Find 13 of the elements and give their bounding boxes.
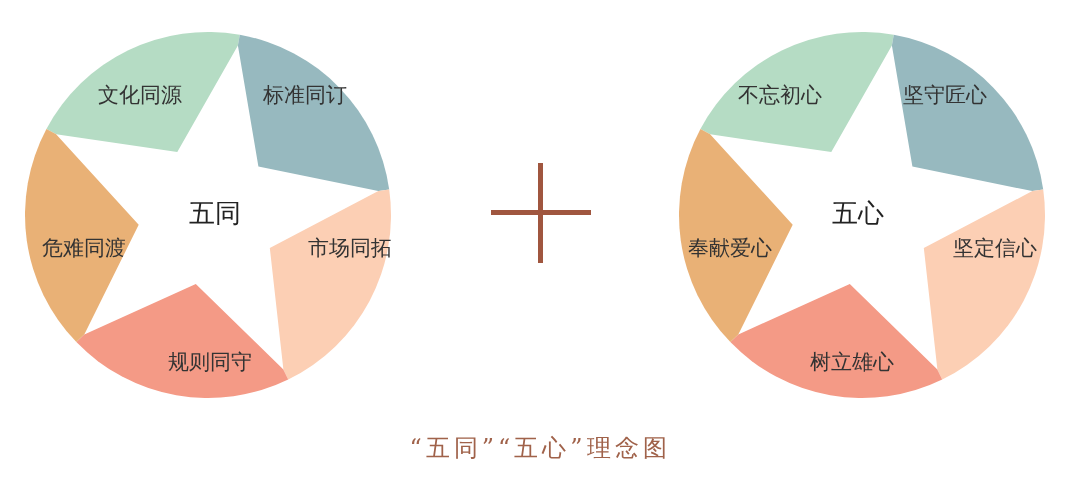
- segment-label: 坚守匠心: [903, 81, 987, 109]
- segment-label: 标准同订: [263, 81, 347, 109]
- segment-label: 树立雄心: [810, 348, 894, 376]
- segment-label: 规则同守: [168, 348, 252, 376]
- segment-label: 奉献爱心: [688, 234, 772, 262]
- segment-label: 文化同源: [98, 81, 182, 109]
- segment-label: 坚定信心: [953, 234, 1037, 262]
- segment-label: 不忘初心: [738, 81, 822, 109]
- center-label: 五心: [832, 196, 884, 230]
- caption: “五同”“五心”理念图: [408, 433, 672, 464]
- center-label: 五同: [189, 196, 241, 230]
- segment-label: 危难同渡: [42, 234, 126, 262]
- segment-label: 市场同拓: [308, 234, 392, 262]
